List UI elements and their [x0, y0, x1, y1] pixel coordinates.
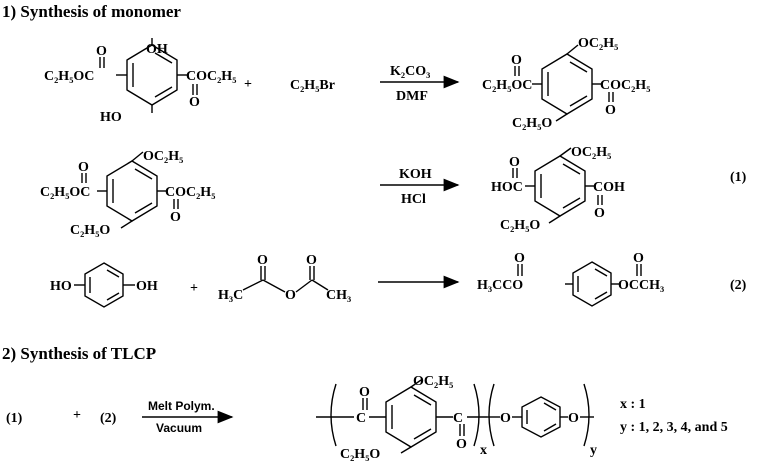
row4-arrow: Melt Polym. Vacuum — [142, 399, 234, 435]
row1-product-right-group: COC₂H₅ — [600, 78, 650, 93]
polymer-carbonyl-c-right: C — [453, 411, 463, 426]
row2-product-left-group: HOC — [491, 180, 523, 195]
row2-product-right-group: COH — [593, 180, 625, 195]
row1-product: O O C₂H₅OC COC₂H₅ OC₂H₅ C₂H₅O — [482, 36, 650, 131]
svg-text:O: O — [78, 160, 89, 175]
polymer-bottom-group: C₂H₅O — [340, 447, 380, 461]
row1-arrow: K₂CO₃ DMF — [380, 64, 460, 104]
row3-anh-bridge-o: O — [285, 288, 296, 303]
row2-reactant-right-group: COC₂H₅ — [165, 185, 215, 200]
row1-oh-top: OH — [146, 42, 168, 57]
svg-text:O: O — [96, 44, 107, 59]
row4-reactant-2: (2) — [100, 411, 117, 426]
row3-product-left-group: H₃CCO — [477, 278, 523, 293]
svg-text:O: O — [306, 253, 317, 268]
row3-hq-left: HO — [50, 279, 72, 294]
row3-hydroquinone: HO OH — [50, 262, 158, 308]
svg-text:O: O — [257, 253, 268, 268]
row3-hq-right: OH — [136, 279, 158, 294]
row1-reagent: C₂H₅Br — [290, 78, 335, 93]
row2-product: O O HOC COH OC₂H₅ C₂H₅O — [491, 145, 625, 233]
row4-reactant-1: (1) — [6, 411, 23, 426]
svg-text:O: O — [605, 103, 616, 118]
svg-text:O: O — [189, 95, 200, 110]
svg-text:O: O — [594, 206, 605, 221]
row3-anh-right: CH₃ — [326, 288, 351, 303]
polymer-carbonyl-c-left: C — [356, 411, 366, 426]
row4-plus: + — [73, 408, 81, 423]
svg-text:O: O — [170, 210, 181, 225]
row2-reactant-top-group: OC₂H₅ — [143, 149, 183, 164]
polymer-structure: O C OC₂H₅ C₂H₅O C O x O O — [316, 374, 597, 461]
row1-plus: + — [244, 77, 252, 92]
row4-arrow-bottom-label: Vacuum — [156, 421, 202, 435]
row2-reactant-bottom-group: C₂H₅O — [70, 223, 110, 238]
row2-reactant: O O C₂H₅OC COC₂H₅ OC₂H₅ C₂H₅O — [40, 149, 215, 238]
row2-arrow: KOH HCl — [380, 167, 460, 207]
row1-product-bottom-group: C₂H₅O — [512, 116, 552, 131]
svg-text:O: O — [511, 53, 522, 68]
section-title-monomer: 1) Synthesis of monomer — [2, 2, 181, 21]
polymer-o-right: O — [568, 411, 579, 426]
svg-text:O: O — [509, 155, 520, 170]
svg-text:O: O — [633, 251, 644, 266]
row3-plus: + — [190, 281, 198, 296]
row4-arrow-top-label: Melt Polym. — [148, 399, 215, 413]
row3-product: O O H₃CCO OCCH₃ — [477, 251, 664, 307]
row2-product-bottom-group: C₂H₅O — [500, 218, 540, 233]
row2-reactant-left-group: C₂H₅OC — [40, 185, 90, 200]
row2-arrow-bottom-label: HCl — [401, 192, 426, 207]
compound-label-2: (2) — [730, 278, 747, 293]
row3-acetic-anhydride: O O H₃C O CH₃ — [218, 253, 351, 303]
polymer-o-left: O — [500, 411, 511, 426]
section-title-tlcp: 2) Synthesis of TLCP — [2, 344, 156, 363]
row1-reactant-right-group: COC₂H₅ — [186, 69, 236, 84]
row1-arrow-top-label: K₂CO₃ — [390, 64, 430, 79]
row1-product-top-group: OC₂H₅ — [578, 36, 618, 51]
compound-label-1: (1) — [730, 170, 747, 185]
svg-text:O: O — [456, 437, 467, 452]
ratio-y: y : 1, 2, 3, 4, and 5 — [620, 420, 728, 435]
row1-reactant-left-group: C₂H₅OC — [44, 69, 94, 84]
svg-text:O: O — [514, 251, 525, 266]
row3-anh-left: H₃C — [218, 288, 243, 303]
row1-arrow-bottom-label: DMF — [396, 89, 428, 104]
row1-ho-bottom: HO — [100, 110, 122, 125]
row2-arrow-top-label: KOH — [399, 167, 432, 182]
row3-product-right-group: OCCH₃ — [618, 278, 664, 293]
polymer-subscript-x: x — [480, 443, 487, 458]
svg-text:O: O — [359, 385, 370, 400]
row2-product-top-group: OC₂H₅ — [571, 145, 611, 160]
polymer-top-group: OC₂H₅ — [413, 374, 453, 389]
polymer-subscript-y: y — [590, 443, 597, 458]
row1-reactant-diol-ester: O O C₂H₅OC COC₂H₅ OH HO — [44, 38, 236, 125]
row1-product-left-group: C₂H₅OC — [482, 78, 532, 93]
ratio-x: x : 1 — [620, 397, 646, 412]
